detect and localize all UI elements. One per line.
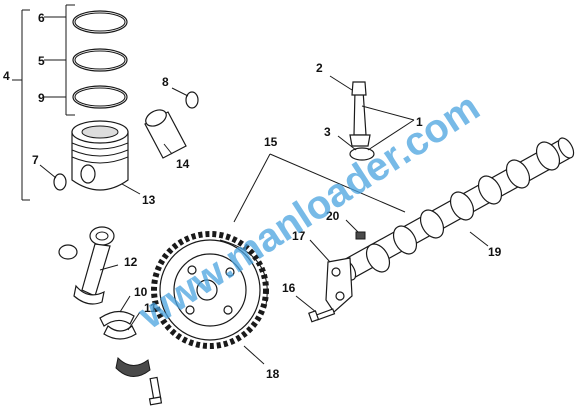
callout-9: 9 [38, 91, 45, 105]
callout-20: 20 [326, 209, 340, 223]
callout-15: 15 [264, 135, 278, 149]
callout-5: 5 [38, 54, 45, 68]
connecting-rod-bushing [58, 244, 78, 260]
rod-cap-bolt [148, 376, 163, 406]
callout-19: 19 [488, 245, 502, 259]
callout-labels: 6 5 9 4 7 8 14 13 12 10 11 15 2 3 1 17 2… [3, 11, 502, 381]
callout-4: 4 [3, 69, 10, 83]
callout-18: 18 [266, 367, 280, 381]
connecting-rod-cap [115, 356, 151, 377]
callout-17: 17 [292, 229, 306, 243]
callout-16: 16 [282, 281, 296, 295]
bearing-shell-lower [103, 325, 137, 340]
thrust-plate [325, 257, 353, 313]
piston-ring-second [72, 48, 128, 72]
callout-8: 8 [162, 75, 169, 89]
piston-pin [144, 109, 187, 159]
callout-12: 12 [124, 255, 138, 269]
callout-13: 13 [142, 193, 156, 207]
cam-lobes [365, 141, 561, 273]
woodruff-key [355, 231, 366, 240]
bearing-shell-upper [99, 310, 135, 327]
callout-14: 14 [176, 157, 190, 171]
callout-6: 6 [38, 11, 45, 25]
callout-1: 1 [416, 115, 423, 129]
piston-pin-retainer-right [185, 91, 199, 109]
camshaft-gear [151, 231, 269, 349]
callout-3: 3 [324, 125, 331, 139]
leader-lines [12, 16, 489, 365]
callout-2: 2 [316, 61, 323, 75]
thrust-plate-bolt [308, 308, 336, 323]
valve-lifter-assembly [349, 81, 371, 147]
piston-group-bracket [21, 4, 75, 201]
camshaft [339, 137, 575, 281]
piston-ring-top [72, 10, 128, 34]
piston-pin-retainer-left [53, 173, 67, 191]
piston [71, 120, 129, 191]
connecting-rod [73, 226, 115, 305]
callout-7: 7 [32, 153, 39, 167]
valve-lifter-foot [349, 147, 375, 161]
piston-ring-oil [72, 85, 128, 109]
callout-10: 10 [134, 285, 148, 299]
callout-11: 11 [144, 301, 157, 315]
